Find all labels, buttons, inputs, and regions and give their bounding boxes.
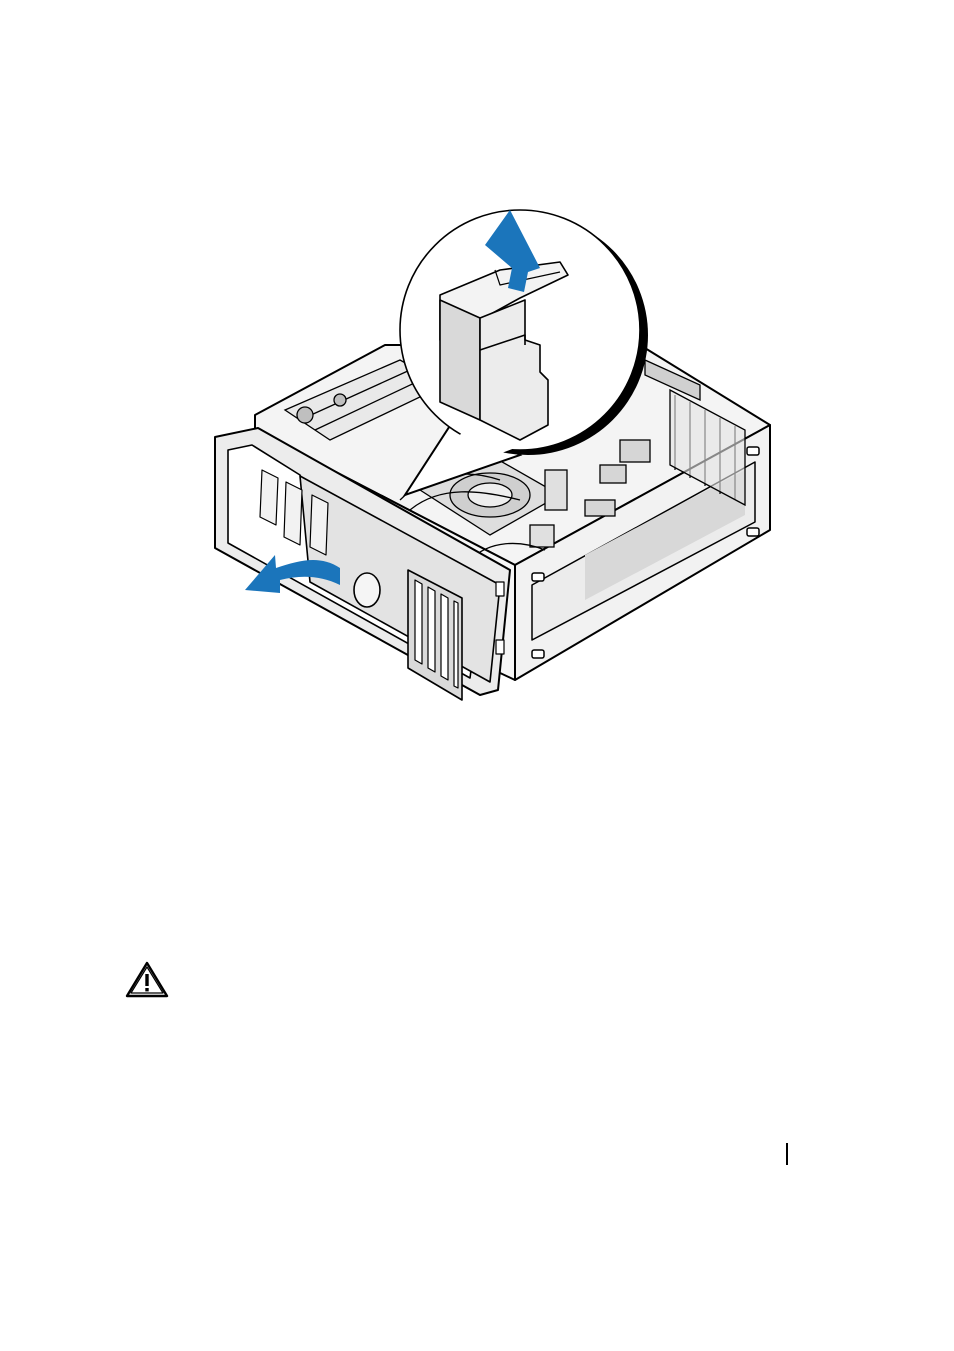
- computer-illustration: [0, 0, 954, 760]
- page-separator: [786, 1143, 788, 1165]
- caution-triangle-icon: [124, 960, 170, 1000]
